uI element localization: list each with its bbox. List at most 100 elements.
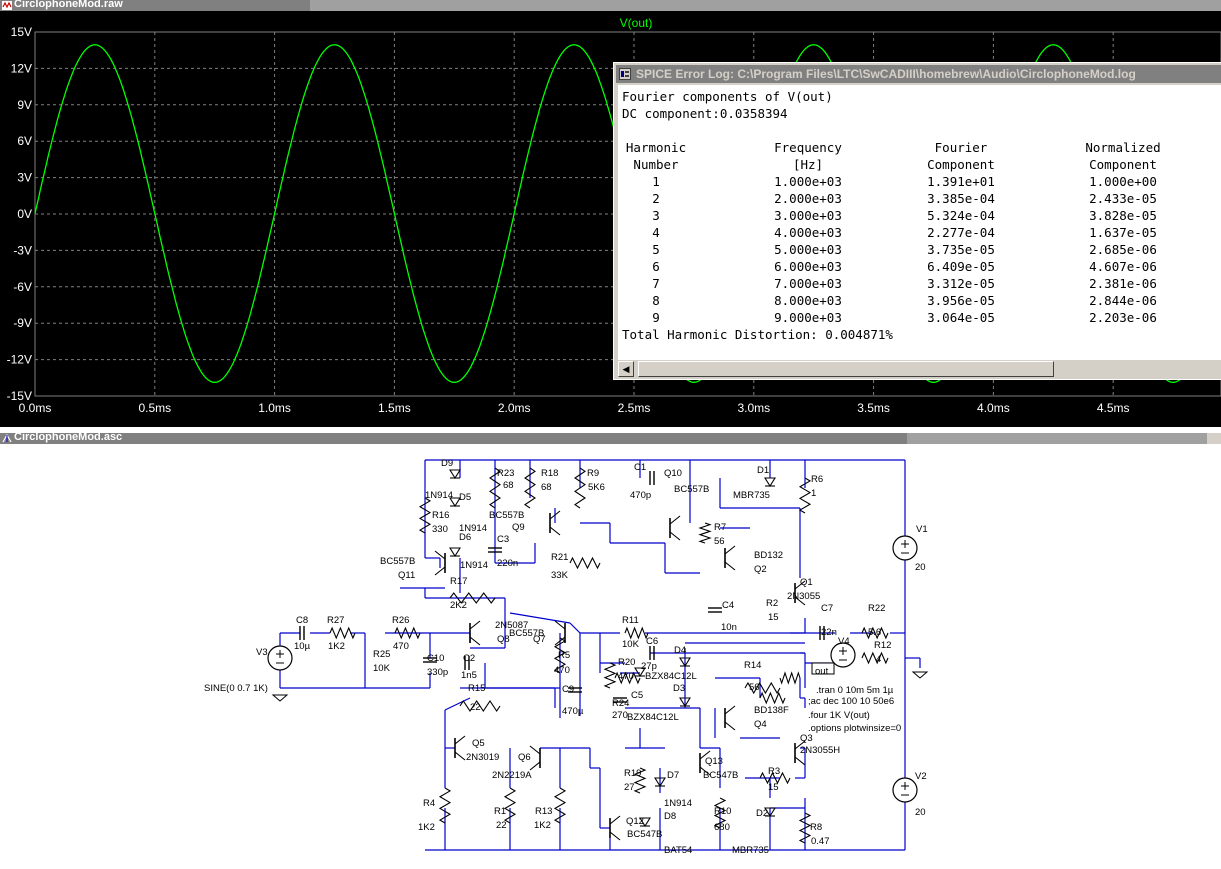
log-horizontal-scrollbar[interactable]: ◀ [618,361,1221,377]
log-window-titlebar[interactable]: SPICE Error Log: C:\Program Files\LTC\Sw… [616,65,1221,83]
schematic-label: 270 [612,710,628,721]
schematic-label: Q13 [705,756,723,767]
plot-window-titlebar[interactable]: CirclophoneMod.raw [0,0,1221,11]
schematic-label: 68 [541,482,552,493]
schematic-label: .tran 0 10m 5m 1µ [816,685,894,696]
schematic-label: 10µ [294,641,311,652]
resistor-symbol [329,626,356,640]
resistor-symbol [603,662,617,689]
schematic-window-title: CirclophoneMod.asc [14,431,123,443]
y-tick-label: -6V [13,280,32,294]
x-tick-label: 3.0ms [737,401,770,415]
transistor-lead [794,596,806,606]
resistor-symbol [569,556,601,570]
fourier-row-3-col-2: 3.000e+03 [774,208,842,223]
fourier-row-7-col-2: 7.000e+03 [774,276,842,291]
schematic-label: BZX84C12L [627,712,679,723]
transistor-lead [609,831,621,841]
schematic-label: .four 1K V(out) [808,710,870,721]
schematic-label: 27p [641,661,657,672]
schematic-label: 22 [496,820,507,831]
titlebar-buttons[interactable] [1207,433,1221,444]
schematic-window-titlebar[interactable]: CirclophoneMod.asc [0,431,1221,444]
schematic-label: R6 [811,474,823,485]
schematic-label: 2K2 [450,600,467,611]
schematic-label: 470µ [562,706,584,717]
y-tick-label: -3V [13,243,32,257]
schematic-label: 1 [811,488,816,499]
fourier-row-9-col-3: 3.064e-05 [927,310,995,325]
schematic-label: BD138F [754,705,789,716]
schematic-label: 10K [373,663,391,674]
log-window-title: SPICE Error Log: C:\Program Files\LTC\Sw… [636,67,1136,81]
log-text-area[interactable]: Fourier components of V(out) DC componen… [618,85,1221,360]
transistor-lead [724,705,736,715]
diode-symbol [654,777,666,788]
resistor-symbol [759,691,786,705]
transistor-lead [794,740,806,750]
spice-error-log-window[interactable]: SPICE Error Log: C:\Program Files\LTC\Sw… [613,62,1221,380]
fourier-row-5-col-3: 3.735e-05 [927,242,995,257]
schematic-label: 20 [915,807,926,818]
y-tick-label: -15V [7,389,32,403]
header1-col-2: Frequency [774,140,842,155]
fourier-row-2-col-2: 2.000e+03 [774,191,842,206]
fourier-row-7-col-4: 2.381e-06 [1089,276,1157,291]
schematic-label: 56 [749,682,760,693]
header1-col-1: Harmonic [625,140,687,155]
fourier-row-4-col-2: 4.000e+03 [774,225,842,240]
fourier-row-8-col-3: 3.956e-05 [927,293,995,308]
transistor-lead [794,580,806,590]
resistor-symbol [418,497,432,534]
schematic-label: 470p [630,490,651,501]
scroll-left-arrow-icon[interactable]: ◀ [618,361,634,377]
schematic-label: Q10 [664,468,682,479]
schematic-label: 2N3055H [800,745,840,756]
transistor-lead [554,620,566,630]
transistor-lead [724,721,736,731]
resistor-symbol [503,787,517,824]
transistor-lead [699,750,711,760]
schematic-label: R21 [551,552,568,563]
schematic-wires [279,459,921,851]
transistor-lead [794,756,806,766]
schematic-label: Q3 [800,733,813,744]
schematic-label: C10 [427,653,444,664]
scrollbar-thumb[interactable] [638,361,1054,377]
schematic-label: BC557B [380,556,415,567]
resistor-symbol [744,681,781,695]
schematic-label: 330 [432,524,448,535]
schematic-label: C6 [646,636,658,647]
schematic-label: MBR735 [732,845,769,856]
schematic-label: R8 [810,822,822,833]
schematic-label: 10K [622,639,640,650]
schematic-label: 27 [624,782,635,793]
schematic-label: 15 [768,782,779,793]
trace-label[interactable]: V(out) [620,16,653,30]
schematic-label: 2N3019 [466,752,499,763]
schematic-label: C7 [821,603,833,614]
y-tick-label: 15V [11,25,32,39]
schematic-icon [2,434,12,443]
fourier-row-7-col-3: 3.312e-05 [927,276,995,291]
schematic-label: R7 [714,522,726,533]
schematic-label: D2 [756,808,768,819]
resistor-symbol [624,626,649,640]
resistor-symbol [861,626,889,640]
schematic-label: MBR735 [733,490,770,501]
schematic-label: 470 [618,671,634,682]
schematic-label: D6 [459,532,471,543]
transistor-lead [669,515,681,525]
diode-symbol [634,667,646,678]
schematic-label: Q6 [518,752,531,763]
schematic-label: D4 [674,645,686,656]
schematic-label: C3 [497,534,509,545]
fourier-row-4-col-3: 2.277e-04 [927,225,995,240]
fourier-row-1-col-2: 1.000e+03 [774,174,842,189]
y-tick-label: 9V [17,98,32,112]
resistor-symbol [553,637,567,674]
fourier-row-2-col-1: 2 [652,191,660,206]
fourier-row-8-col-2: 8.000e+03 [774,293,842,308]
